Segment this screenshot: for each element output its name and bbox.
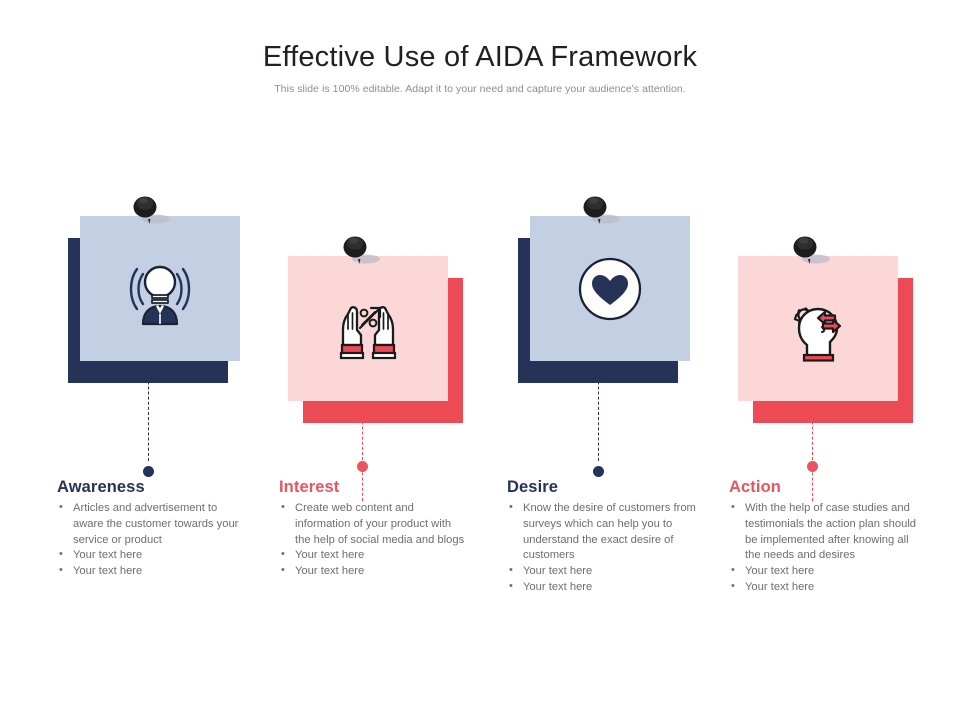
pushpin-icon bbox=[126, 192, 172, 234]
note-card-desire[interactable] bbox=[518, 196, 693, 383]
column-text-desire: Desire Know the desire of customers from… bbox=[507, 478, 697, 596]
pushpin-icon bbox=[336, 232, 382, 274]
bullet-list: Know the desire of customers from survey… bbox=[507, 500, 697, 596]
note-card-interest[interactable] bbox=[288, 236, 463, 423]
page-subtitle: This slide is 100% editable. Adapt it to… bbox=[274, 82, 686, 95]
list-item: Articles and advertisement to aware the … bbox=[57, 500, 247, 548]
hands-percent-growth-icon bbox=[288, 256, 448, 401]
aida-column-interest[interactable]: Interest Create web content and informat… bbox=[270, 0, 495, 720]
list-item: Your text here bbox=[507, 563, 697, 580]
bullet-list: Articles and advertisement to aware the … bbox=[57, 500, 247, 580]
page-title: Effective Use of AIDA Framework bbox=[262, 41, 698, 73]
list-item: Your text here bbox=[57, 563, 247, 580]
aida-column-awareness[interactable]: Awareness Articles and advertisement to … bbox=[45, 0, 270, 720]
column-heading: Action bbox=[729, 478, 781, 496]
aida-column-action[interactable]: Action With the help of case studies and… bbox=[720, 0, 945, 720]
aida-column-desire[interactable]: Desire Know the desire of customers from… bbox=[495, 0, 720, 720]
column-text-awareness: Awareness Articles and advertisement to … bbox=[57, 478, 247, 580]
note-card-awareness[interactable] bbox=[68, 196, 243, 383]
note-card-face bbox=[288, 256, 448, 401]
connector-dot bbox=[143, 466, 154, 477]
list-item: Your text here bbox=[279, 563, 469, 580]
list-item: Your text here bbox=[729, 579, 919, 596]
column-heading: Awareness bbox=[57, 478, 145, 496]
column-text-interest: Interest Create web content and informat… bbox=[279, 478, 469, 580]
note-card-action[interactable] bbox=[738, 236, 913, 423]
list-item: Your text here bbox=[279, 547, 469, 564]
list-item: Know the desire of customers from survey… bbox=[507, 500, 697, 564]
connector-dot bbox=[593, 466, 604, 477]
connector-dot bbox=[807, 461, 818, 472]
column-heading: Interest bbox=[279, 478, 340, 496]
pushpin-icon bbox=[576, 192, 622, 234]
connector-line bbox=[598, 366, 599, 461]
column-text-action: Action With the help of case studies and… bbox=[729, 478, 919, 596]
slide-header: Effective Use of AIDA Framework This sli… bbox=[0, 41, 960, 95]
connector-line bbox=[812, 406, 813, 501]
list-item: Create web content and information of yo… bbox=[279, 500, 469, 548]
bullet-list: Create web content and information of yo… bbox=[279, 500, 469, 580]
heart-in-circle-icon bbox=[530, 216, 690, 361]
connector-line bbox=[362, 406, 363, 501]
connector-dot bbox=[357, 461, 368, 472]
list-item: With the help of case studies and testim… bbox=[729, 500, 919, 564]
connector-line bbox=[148, 366, 149, 461]
list-item: Your text here bbox=[729, 563, 919, 580]
column-heading: Desire bbox=[507, 478, 559, 496]
person-lightbulb-idea-icon bbox=[80, 216, 240, 361]
list-item: Your text here bbox=[57, 547, 247, 564]
bullet-list: With the help of case studies and testim… bbox=[729, 500, 919, 596]
head-gear-exchange-arrows-icon bbox=[738, 256, 898, 401]
list-item: Your text here bbox=[507, 579, 697, 596]
pushpin-icon bbox=[786, 232, 832, 274]
